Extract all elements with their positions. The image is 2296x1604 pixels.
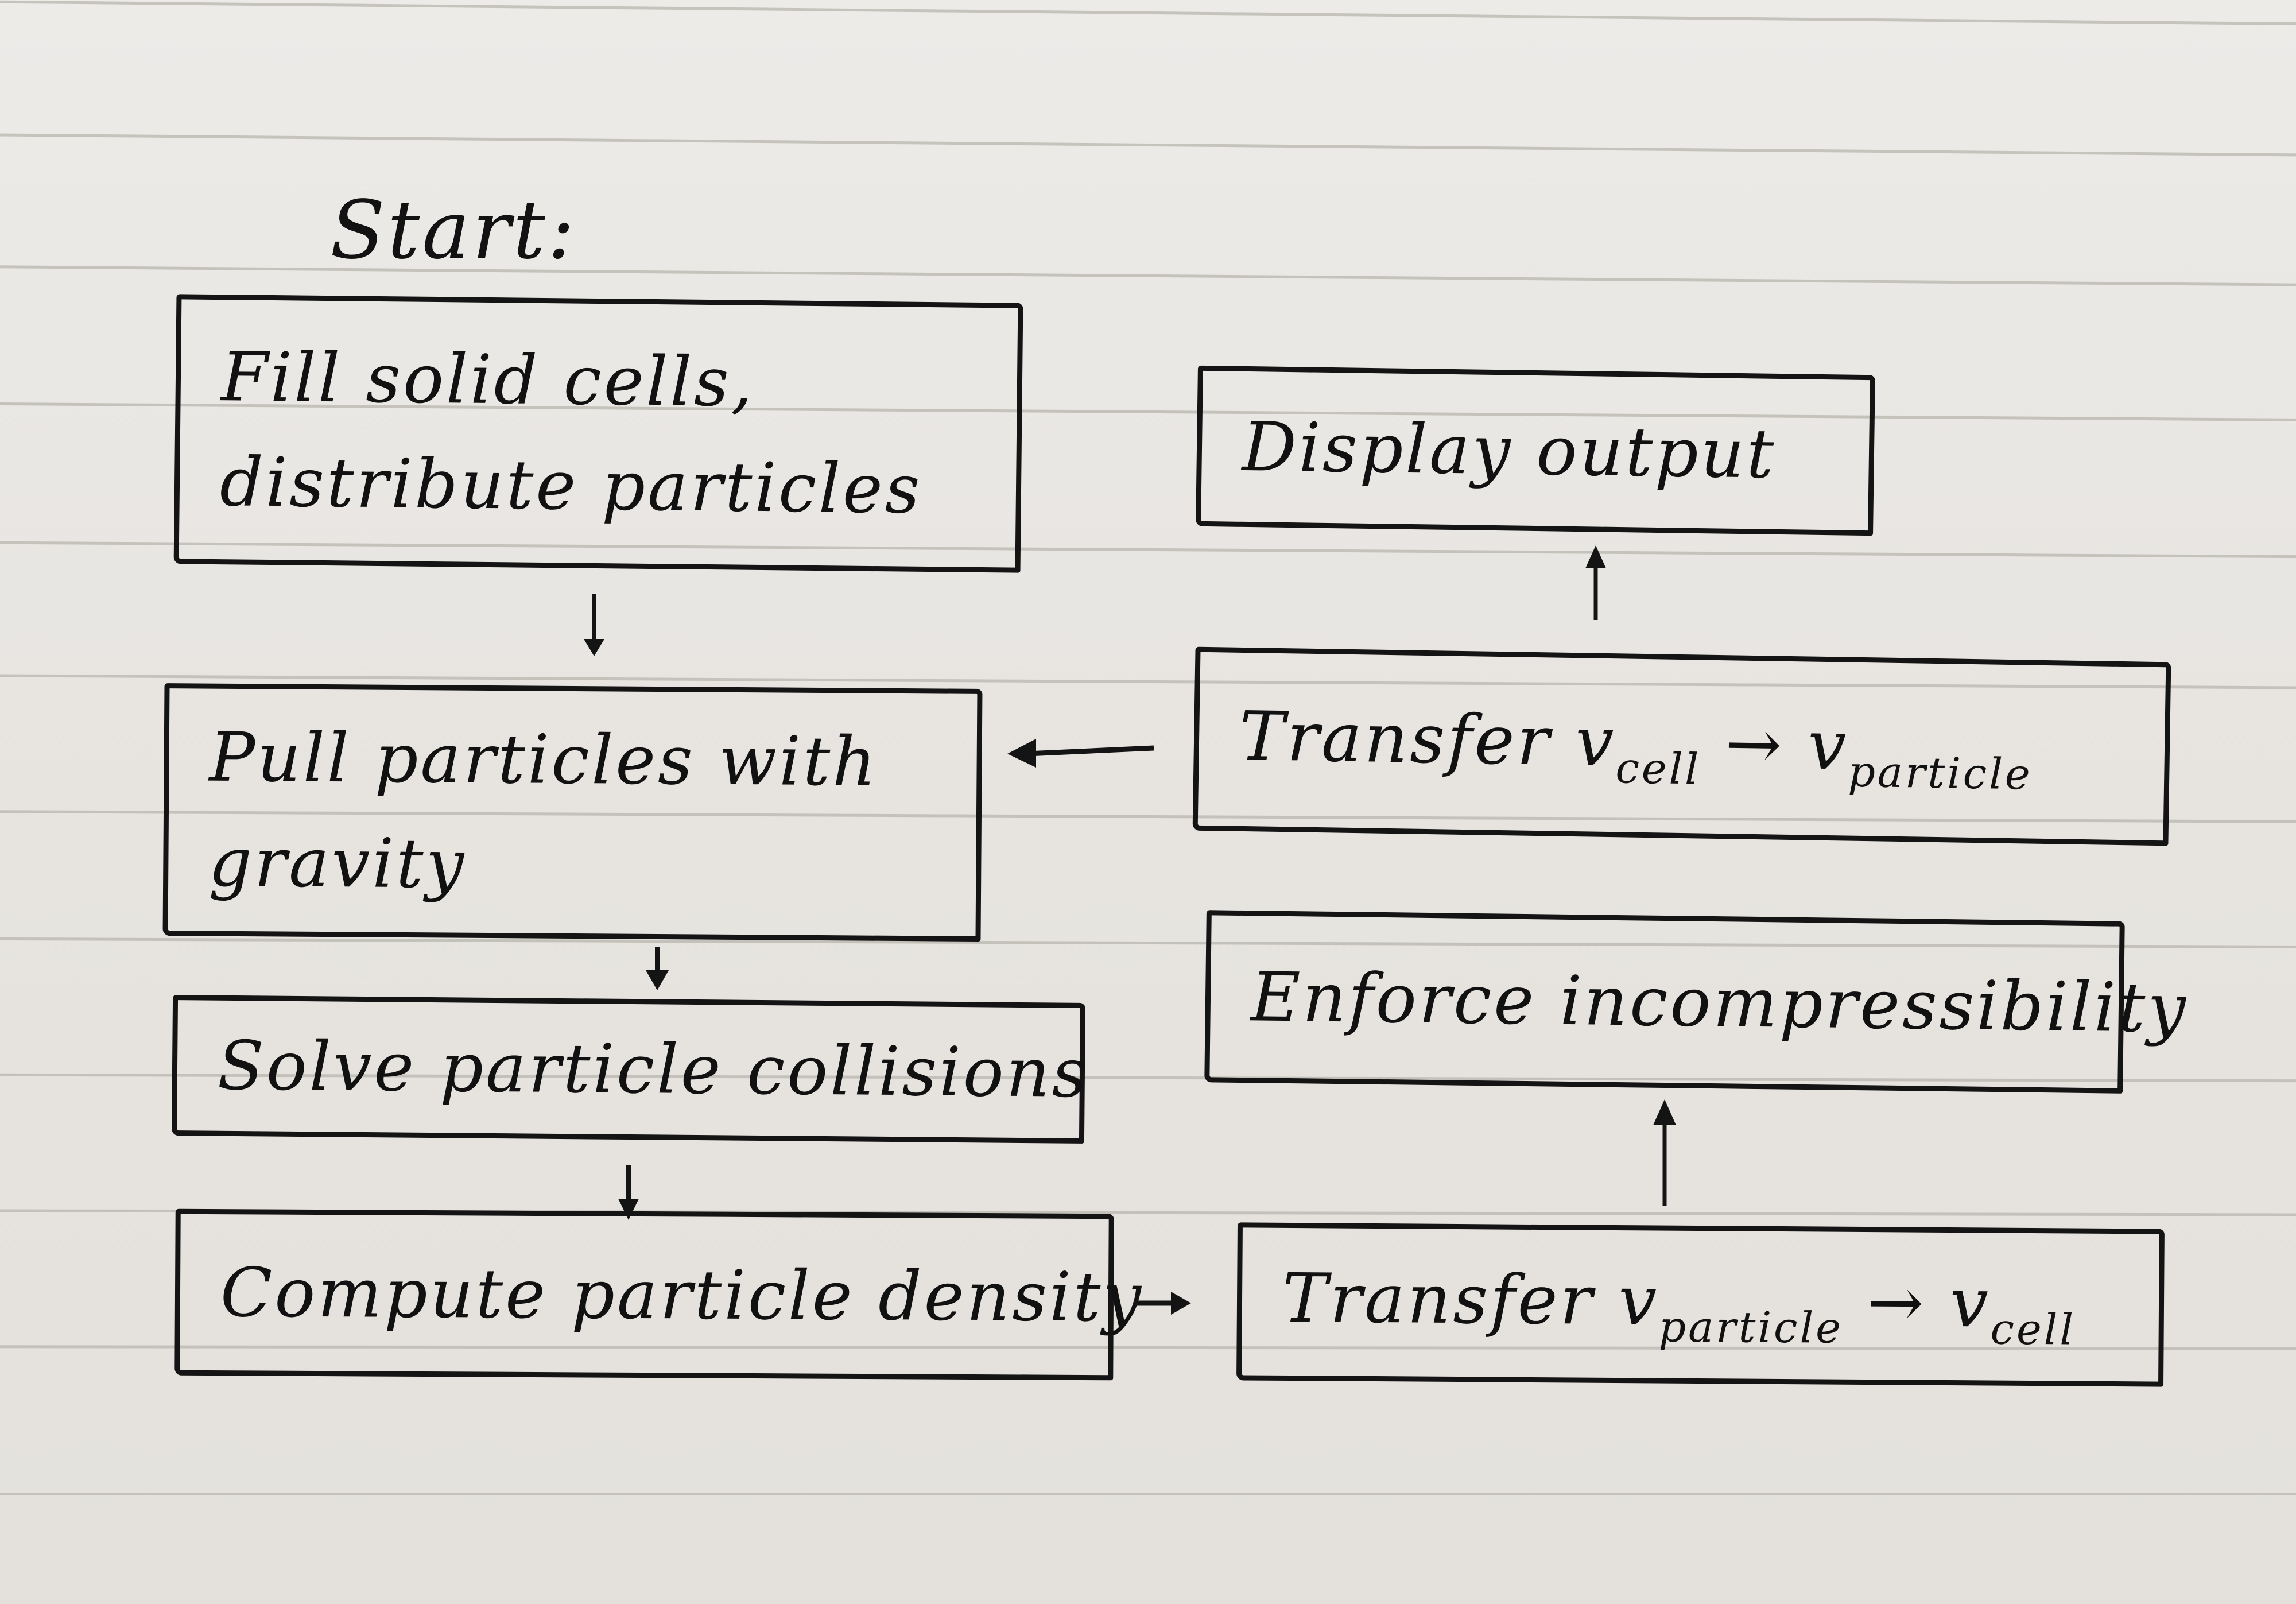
paper-rule-line — [0, 0, 2296, 26]
node-text-prefix: Transfer v — [1282, 1258, 1659, 1340]
subscript: particle — [1847, 747, 2033, 800]
node-pull-particles-gravity: Pull particles with gravity — [162, 683, 983, 942]
paper-rule-line — [0, 133, 2296, 157]
node-fill-solid-cells: Fill solid cells, distribute particles — [173, 294, 1023, 573]
node-text: Display output — [1242, 406, 1777, 494]
node-text: gravity — [208, 822, 467, 904]
node-text-arrow: → v — [1843, 1262, 1991, 1343]
arrow-up-icon — [1578, 545, 1613, 623]
paper-rule-line — [0, 1493, 2296, 1495]
node-text-arrow: → v — [1700, 703, 1849, 785]
node-text: Enforce incompressibility — [1250, 956, 2189, 1048]
node-text: Compute particle density — [220, 1252, 1144, 1337]
node-transfer-cell-to-particle: Transfer vcell → vparticle — [1192, 646, 2171, 846]
arrow-left-icon — [1004, 732, 1159, 772]
node-display-output: Display output — [1196, 365, 1875, 536]
subscript: particle — [1658, 1302, 1844, 1353]
subscript: cell — [1615, 743, 1701, 795]
node-text: distribute particles — [219, 442, 923, 529]
node-text: Fill solid cells, — [220, 337, 755, 422]
node-compute-density: Compute particle density — [174, 1208, 1144, 1381]
arrow-up-icon — [1647, 1099, 1682, 1208]
arrow-down-icon — [640, 947, 674, 993]
arrow-down-icon — [577, 594, 611, 657]
subscript: cell — [1990, 1304, 2076, 1355]
node-text: Solve particle collisions — [217, 1025, 1090, 1113]
node-text: Transfer vparticle → vcell — [1282, 1246, 2119, 1363]
start-label: Start: — [330, 184, 577, 277]
node-text-prefix: Transfer v — [1239, 696, 1617, 781]
arrow-down-icon — [611, 1165, 646, 1223]
node-transfer-particle-to-cell: Transfer vparticle → vcell — [1236, 1222, 2165, 1387]
arrow-right-icon — [1134, 1286, 1197, 1320]
node-text: Pull particles with — [209, 717, 879, 801]
node-text: Transfer vcell → vparticle — [1239, 684, 2126, 809]
node-enforce-incompressibility: Enforce incompressibility — [1204, 910, 2189, 1094]
node-solve-collisions: Solve particle collisions — [171, 995, 1090, 1144]
